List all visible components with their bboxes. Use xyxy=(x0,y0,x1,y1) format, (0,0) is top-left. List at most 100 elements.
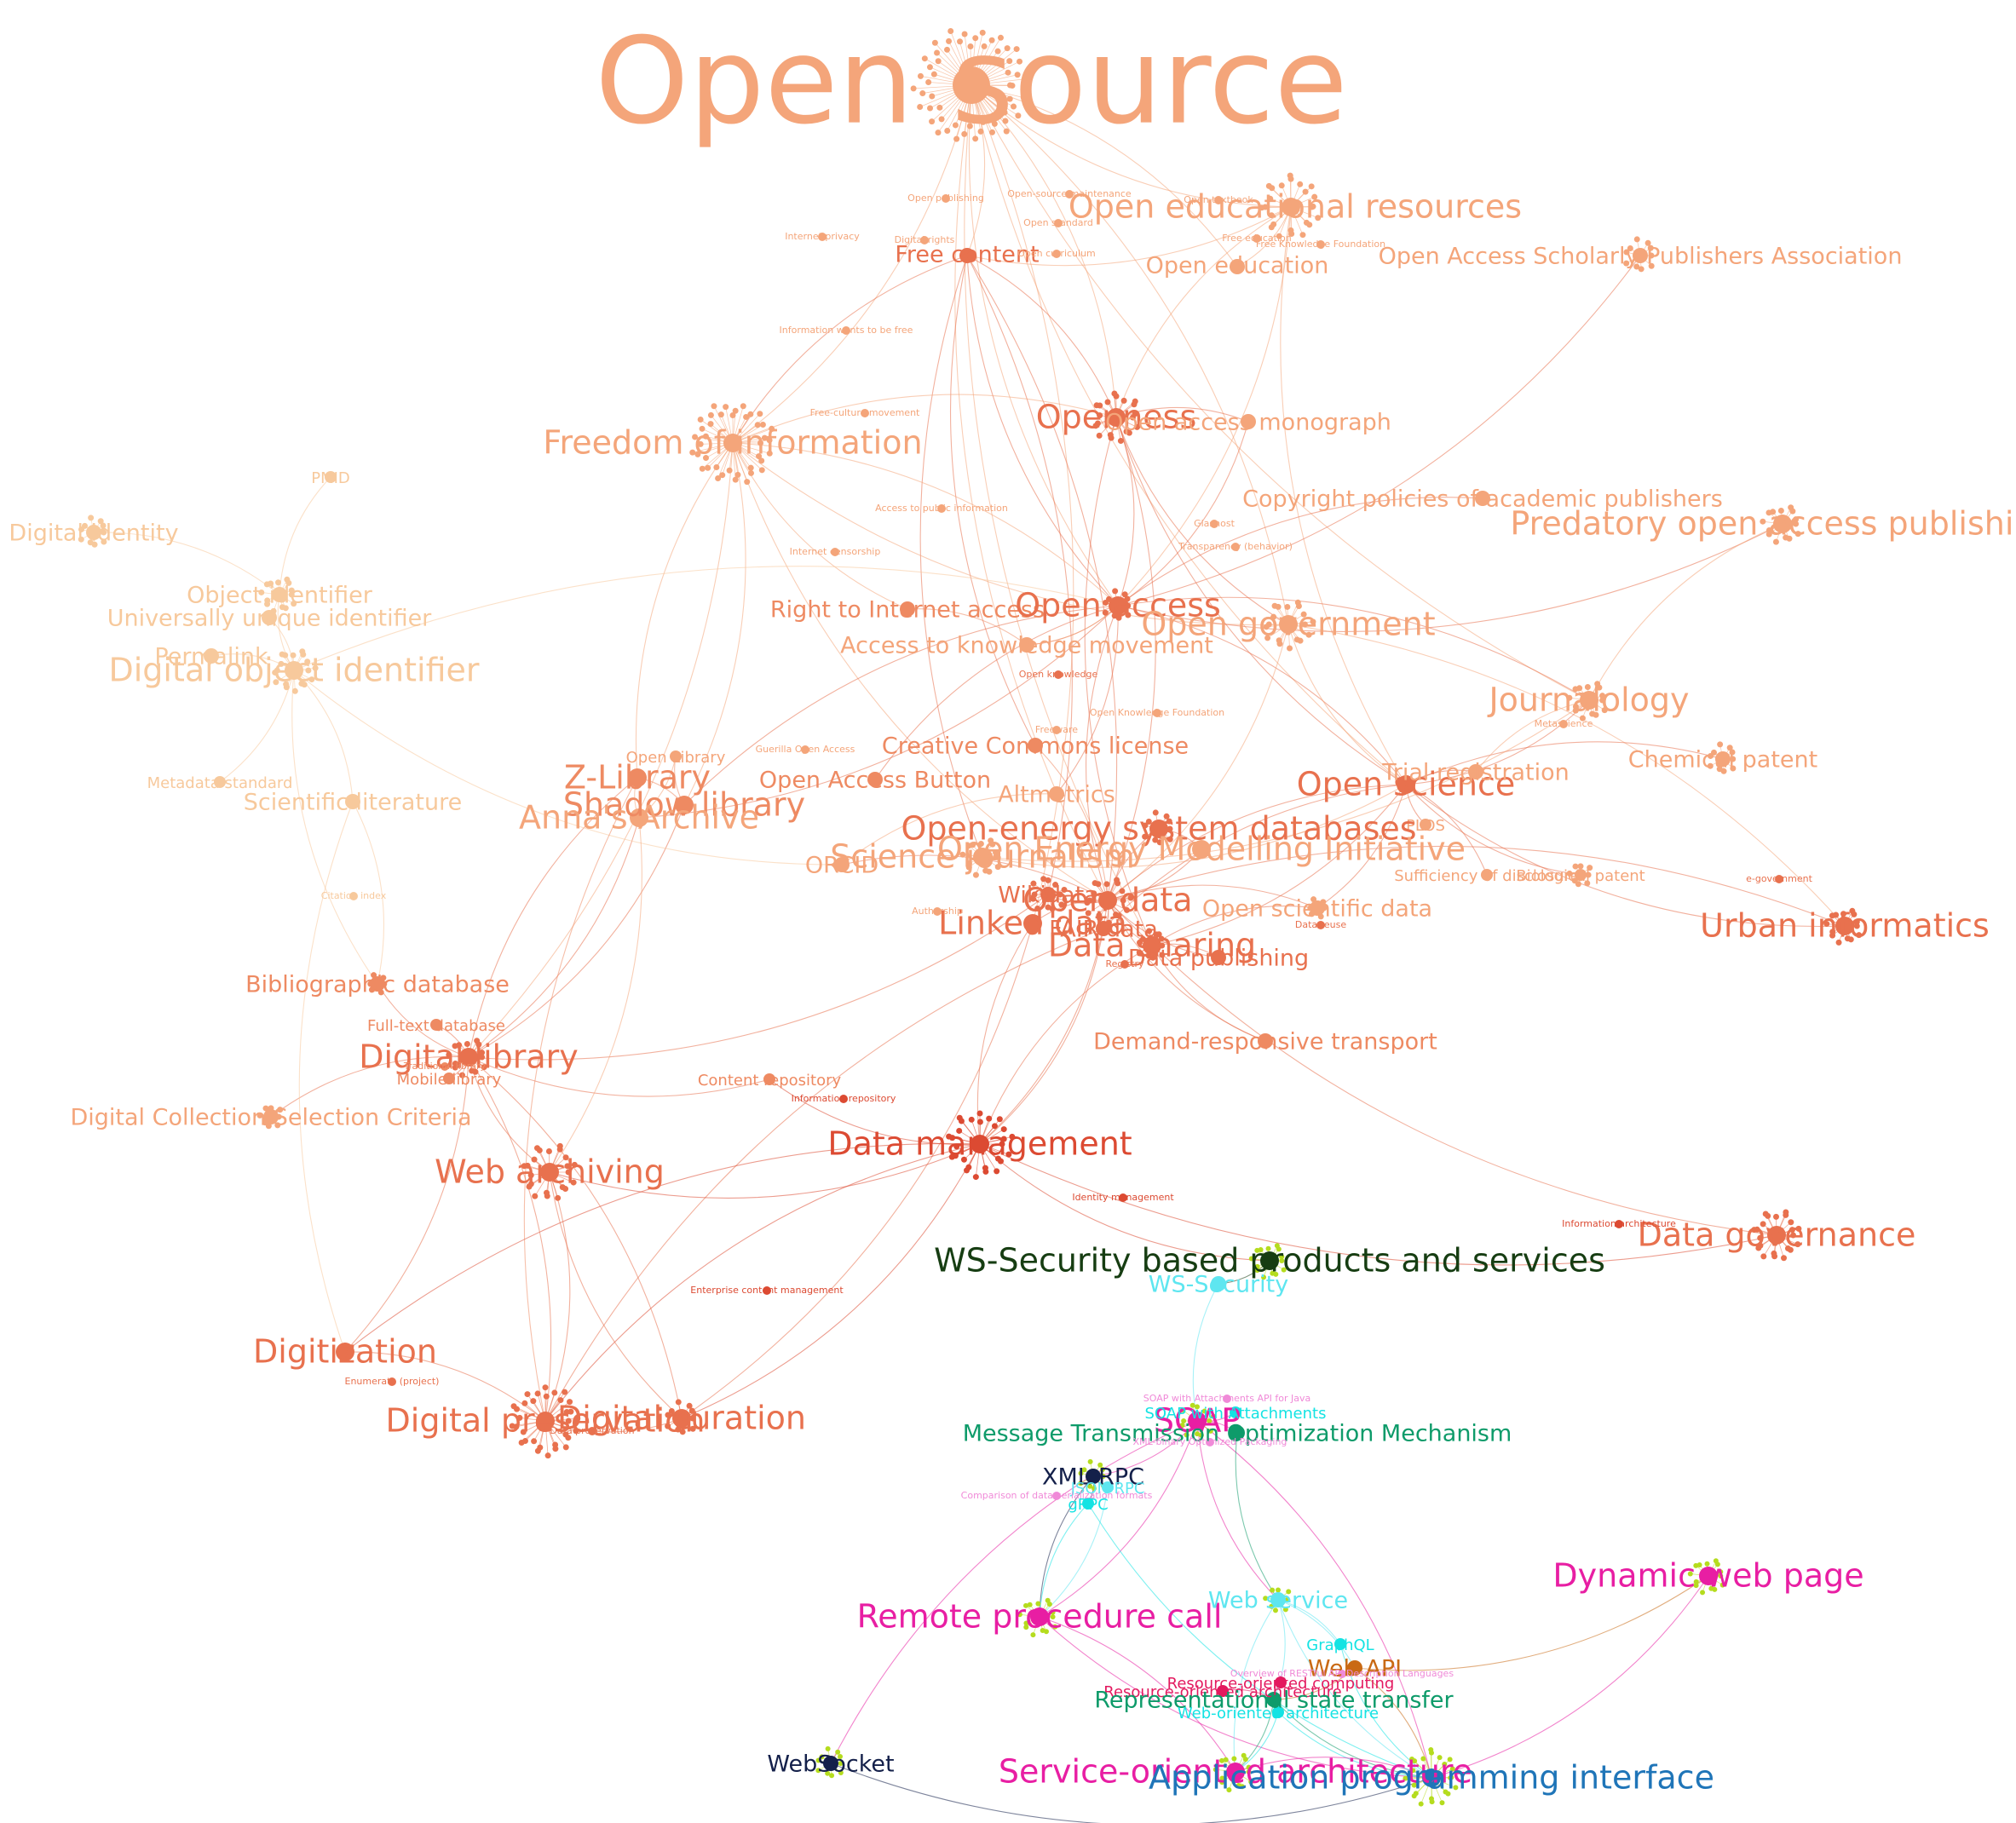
open-scientific-data-node[interactable] xyxy=(1310,900,1325,916)
open-source-label[interactable]: Open source xyxy=(595,13,1347,152)
open-government-label[interactable]: Open government xyxy=(1141,606,1435,643)
json-rpc-node[interactable] xyxy=(1102,1481,1114,1493)
orcid-label[interactable]: ORCID xyxy=(805,853,878,879)
resource-oriented-architecture-node[interactable] xyxy=(1217,1685,1229,1697)
minor-node[interactable] xyxy=(1153,709,1161,717)
minor-node[interactable] xyxy=(861,409,869,417)
plos-node[interactable] xyxy=(1420,819,1431,831)
biological-patent-label[interactable]: Biological patent xyxy=(1516,867,1645,885)
web-service-node[interactable] xyxy=(1270,1592,1286,1607)
trial-registration-label[interactable]: Trial registration xyxy=(1381,760,1570,786)
wikidata-label[interactable]: Wikidata xyxy=(998,883,1098,909)
soap-node[interactable] xyxy=(1188,1412,1207,1430)
oaspa-label[interactable]: Open Access Scholarly Publishers Associa… xyxy=(1379,244,1903,270)
soap-label[interactable]: SOAP xyxy=(1154,1402,1241,1440)
pmid-node[interactable] xyxy=(325,471,337,483)
data-management-node[interactable] xyxy=(971,1135,989,1153)
open-access-monograph-label[interactable]: Open access monograph xyxy=(1105,410,1391,436)
minor-node[interactable] xyxy=(842,326,850,335)
metadata-standard-label[interactable]: Metadata standard xyxy=(147,774,293,792)
soap-attachments-label[interactable]: SOAP with Attachments xyxy=(1145,1405,1327,1423)
access-to-knowledge-label[interactable]: Access to knowledge movement xyxy=(840,633,1213,659)
minor-node[interactable] xyxy=(763,1286,771,1295)
minor-node[interactable] xyxy=(1775,875,1783,883)
minor-node[interactable] xyxy=(1223,1395,1231,1403)
websocket-node[interactable] xyxy=(823,1756,838,1771)
digital-identity-node[interactable] xyxy=(86,525,101,540)
data-management-label[interactable]: Data management xyxy=(827,1125,1132,1163)
ws-security-node[interactable] xyxy=(1211,1276,1226,1291)
copyright-policies-label[interactable]: Copyright policies of academic publisher… xyxy=(1242,486,1723,513)
full-text-database-node[interactable] xyxy=(430,1019,442,1031)
biological-patent-node[interactable] xyxy=(1575,869,1587,881)
shadow-library-label[interactable]: Shadow library xyxy=(563,786,805,824)
soa-node[interactable] xyxy=(1226,1763,1245,1781)
open-data-node[interactable] xyxy=(1098,891,1117,910)
web-api-label[interactable]: Web API xyxy=(1308,1656,1402,1682)
pmid-label[interactable]: PMID xyxy=(311,469,350,487)
open-education-label[interactable]: Open education xyxy=(1146,253,1329,279)
open-science-node[interactable] xyxy=(1397,775,1415,794)
mobile-library-label[interactable]: Mobile library xyxy=(397,1071,502,1089)
demand-responsive-transport-label[interactable]: Demand-responsive transport xyxy=(1093,1029,1437,1055)
open-educational-resources-node[interactable] xyxy=(1282,198,1300,216)
oaspa-node[interactable] xyxy=(1633,248,1648,263)
object-identifier-node[interactable] xyxy=(272,587,287,602)
fair-data-node[interactable] xyxy=(1096,921,1111,936)
open-energy-databases-label[interactable]: Open-energy system databases xyxy=(901,810,1416,848)
grpc-label[interactable]: gRPC xyxy=(1068,1496,1108,1514)
copyright-policies-node[interactable] xyxy=(1475,491,1490,506)
full-text-database-label[interactable]: Full-text database xyxy=(367,1017,505,1035)
science-journalism-label[interactable]: Science journalism xyxy=(830,838,1135,876)
predatory-oa-label[interactable]: Predatory open access publishing xyxy=(1510,505,2016,543)
dynamic-web-page-label[interactable]: Dynamic web page xyxy=(1552,1557,1863,1595)
rest-label[interactable]: Representational state transfer xyxy=(1094,1688,1454,1714)
minor-node[interactable] xyxy=(388,1377,396,1386)
z-library-label[interactable]: Z-Library xyxy=(564,759,711,796)
remote-procedure-call-node[interactable] xyxy=(1030,1607,1049,1626)
minor-node[interactable] xyxy=(1120,960,1129,969)
api-node[interactable] xyxy=(1422,1768,1441,1787)
digital-library-node[interactable] xyxy=(459,1048,478,1067)
minor-node[interactable] xyxy=(1052,1492,1061,1500)
urban-informatics-node[interactable] xyxy=(1835,917,1854,935)
access-to-knowledge-node[interactable] xyxy=(1019,637,1034,653)
data-sharing-label[interactable]: Data sharing xyxy=(1048,927,1256,964)
free-content-label[interactable]: Free content xyxy=(895,242,1039,268)
open-access-label[interactable]: Open access xyxy=(1015,587,1221,624)
minor-node[interactable] xyxy=(839,1095,848,1103)
uuid-node[interactable] xyxy=(262,610,277,625)
doi-label[interactable]: Digital object identifier xyxy=(108,652,479,689)
permalink-node[interactable] xyxy=(204,648,219,664)
open-energy-initiative-node[interactable] xyxy=(1192,840,1211,859)
open-energy-databases-node[interactable] xyxy=(1149,819,1168,838)
digitization-label[interactable]: Digitization xyxy=(253,1333,437,1371)
open-access-button-node[interactable] xyxy=(867,772,883,787)
minor-node[interactable] xyxy=(1210,520,1218,528)
open-data-label[interactable]: Open data xyxy=(1022,882,1192,919)
freedom-of-information-label[interactable]: Freedom of information xyxy=(543,424,922,462)
web-archiving-label[interactable]: Web archiving xyxy=(435,1153,665,1191)
free-content-node[interactable] xyxy=(959,248,975,263)
annas-archive-node[interactable] xyxy=(630,808,648,827)
right-to-internet-access-label[interactable]: Right to Internet access xyxy=(770,597,1045,624)
xml-rpc-label[interactable]: XML-RPC xyxy=(1042,1464,1144,1491)
digital-collection-criteria-label[interactable]: Digital Collection Selection Criteria xyxy=(70,1105,471,1131)
open-source-node[interactable] xyxy=(953,66,990,104)
data-publishing-label[interactable]: Data publishing xyxy=(1128,946,1309,972)
minor-node[interactable] xyxy=(1316,240,1325,249)
doi-node[interactable] xyxy=(285,661,303,680)
json-rpc-label[interactable]: JSON-RPC xyxy=(1070,1480,1145,1498)
graphql-node[interactable] xyxy=(1334,1638,1346,1650)
minor-node[interactable] xyxy=(1052,726,1061,734)
data-publishing-node[interactable] xyxy=(1211,950,1226,965)
creative-commons-node[interactable] xyxy=(1028,738,1043,753)
web-api-node[interactable] xyxy=(1347,1660,1362,1676)
mobile-library-node[interactable] xyxy=(443,1073,455,1084)
sufficiency-node[interactable] xyxy=(1481,869,1493,881)
api-label[interactable]: Application programming interface xyxy=(1149,1759,1714,1797)
resource-oriented-computing-label[interactable]: Resource-oriented computing xyxy=(1167,1675,1395,1693)
minor-node[interactable] xyxy=(831,548,839,556)
soap-attachments-node[interactable] xyxy=(1230,1406,1241,1418)
wikidata-node[interactable] xyxy=(1040,887,1056,902)
